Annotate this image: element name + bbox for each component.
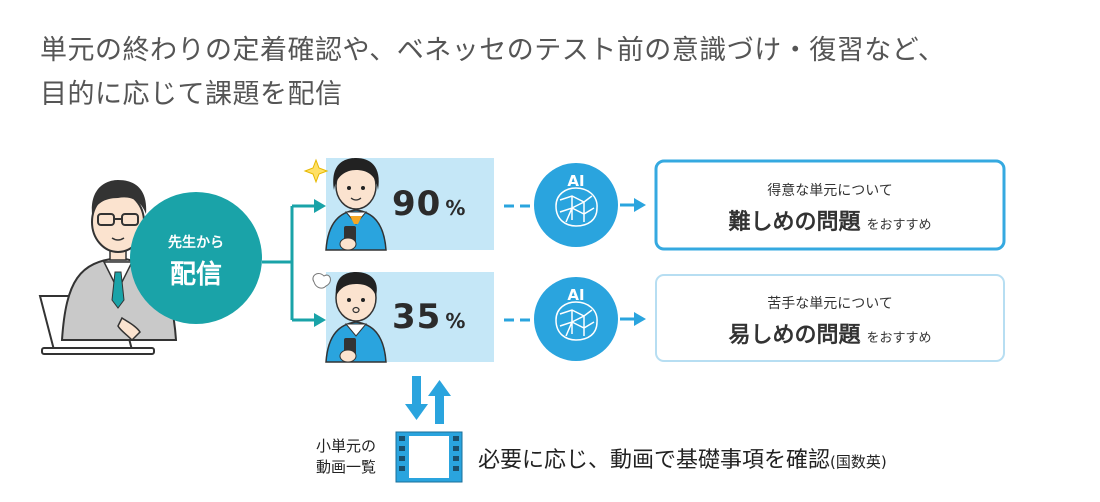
recommendation-easy-text: 苦手な単元について 易しめの問題をおすすめ (660, 293, 1000, 349)
ai-circle-bottom (534, 277, 618, 361)
sparkle-icon (303, 158, 329, 184)
recommendation-strong: 易しめの問題 (728, 323, 861, 348)
ai-label-top: AI (567, 172, 585, 190)
video-list-label-line-1: 小単元の (315, 437, 376, 455)
up-down-arrows-icon (405, 376, 451, 424)
brain-icon (555, 301, 598, 341)
recommendation-line-2: 易しめの問題をおすすめ (660, 317, 1000, 349)
brain-icon (555, 187, 598, 227)
recommendation-suffix: をおすすめ (866, 331, 932, 346)
student-girl-icon (325, 158, 387, 251)
arrow-head-top (314, 199, 326, 213)
arrow-to-recommendation (620, 203, 634, 321)
recommendation-box-hard (654, 159, 1006, 251)
recommendation-line-2: 難しめの問題をおすすめ (660, 204, 1000, 236)
score-low: 35% (392, 297, 465, 337)
teacher-label-top: 先生から (168, 235, 224, 251)
recommendation-box-easy (655, 274, 1005, 362)
connector-to-ai (504, 204, 530, 322)
video-list-label-line-2: 動画一覧 (315, 458, 376, 476)
recommendation-suffix: をおすすめ (866, 218, 932, 233)
teacher-circle (130, 192, 262, 324)
heading-line-2: 目的に応じて課題を配信 (40, 79, 343, 110)
ai-label-bottom: AI (567, 286, 585, 304)
score-value: 90 (392, 184, 442, 224)
score-high: 90% (392, 184, 465, 224)
teacher-label-main: 配信 (169, 260, 222, 290)
video-description-subjects: (国数英) (830, 453, 887, 471)
score-unit: % (445, 309, 466, 333)
video-description-main: 必要に応じ、動画で基礎事項を確認 (478, 448, 831, 473)
recommendation-strong: 難しめの問題 (728, 210, 861, 235)
arrow-head (634, 312, 646, 326)
ai-circle-top (534, 163, 618, 247)
recommendation-line-1: 得意な単元について (767, 183, 893, 199)
film-strip-icon (395, 431, 463, 483)
recommendation-line-1: 苦手な単元について (767, 296, 893, 312)
arrow-head-bottom (314, 313, 326, 327)
worry-bubble-icon (312, 273, 331, 289)
score-value: 35 (392, 297, 442, 337)
student-boy-icon (312, 272, 387, 363)
video-list-label: 小単元の 動画一覧 (302, 436, 390, 478)
score-unit: % (445, 196, 466, 220)
recommendation-hard-text: 得意な単元について 難しめの問題をおすすめ (660, 180, 1000, 236)
arrow-head (634, 198, 646, 212)
branch-arrows (262, 204, 318, 322)
heading-line-1: 単元の終わりの定着確認や、ベネッセのテスト前の意識づけ・復習など、 (40, 35, 946, 66)
video-description: 必要に応じ、動画で基礎事項を確認(国数英) (478, 442, 887, 474)
